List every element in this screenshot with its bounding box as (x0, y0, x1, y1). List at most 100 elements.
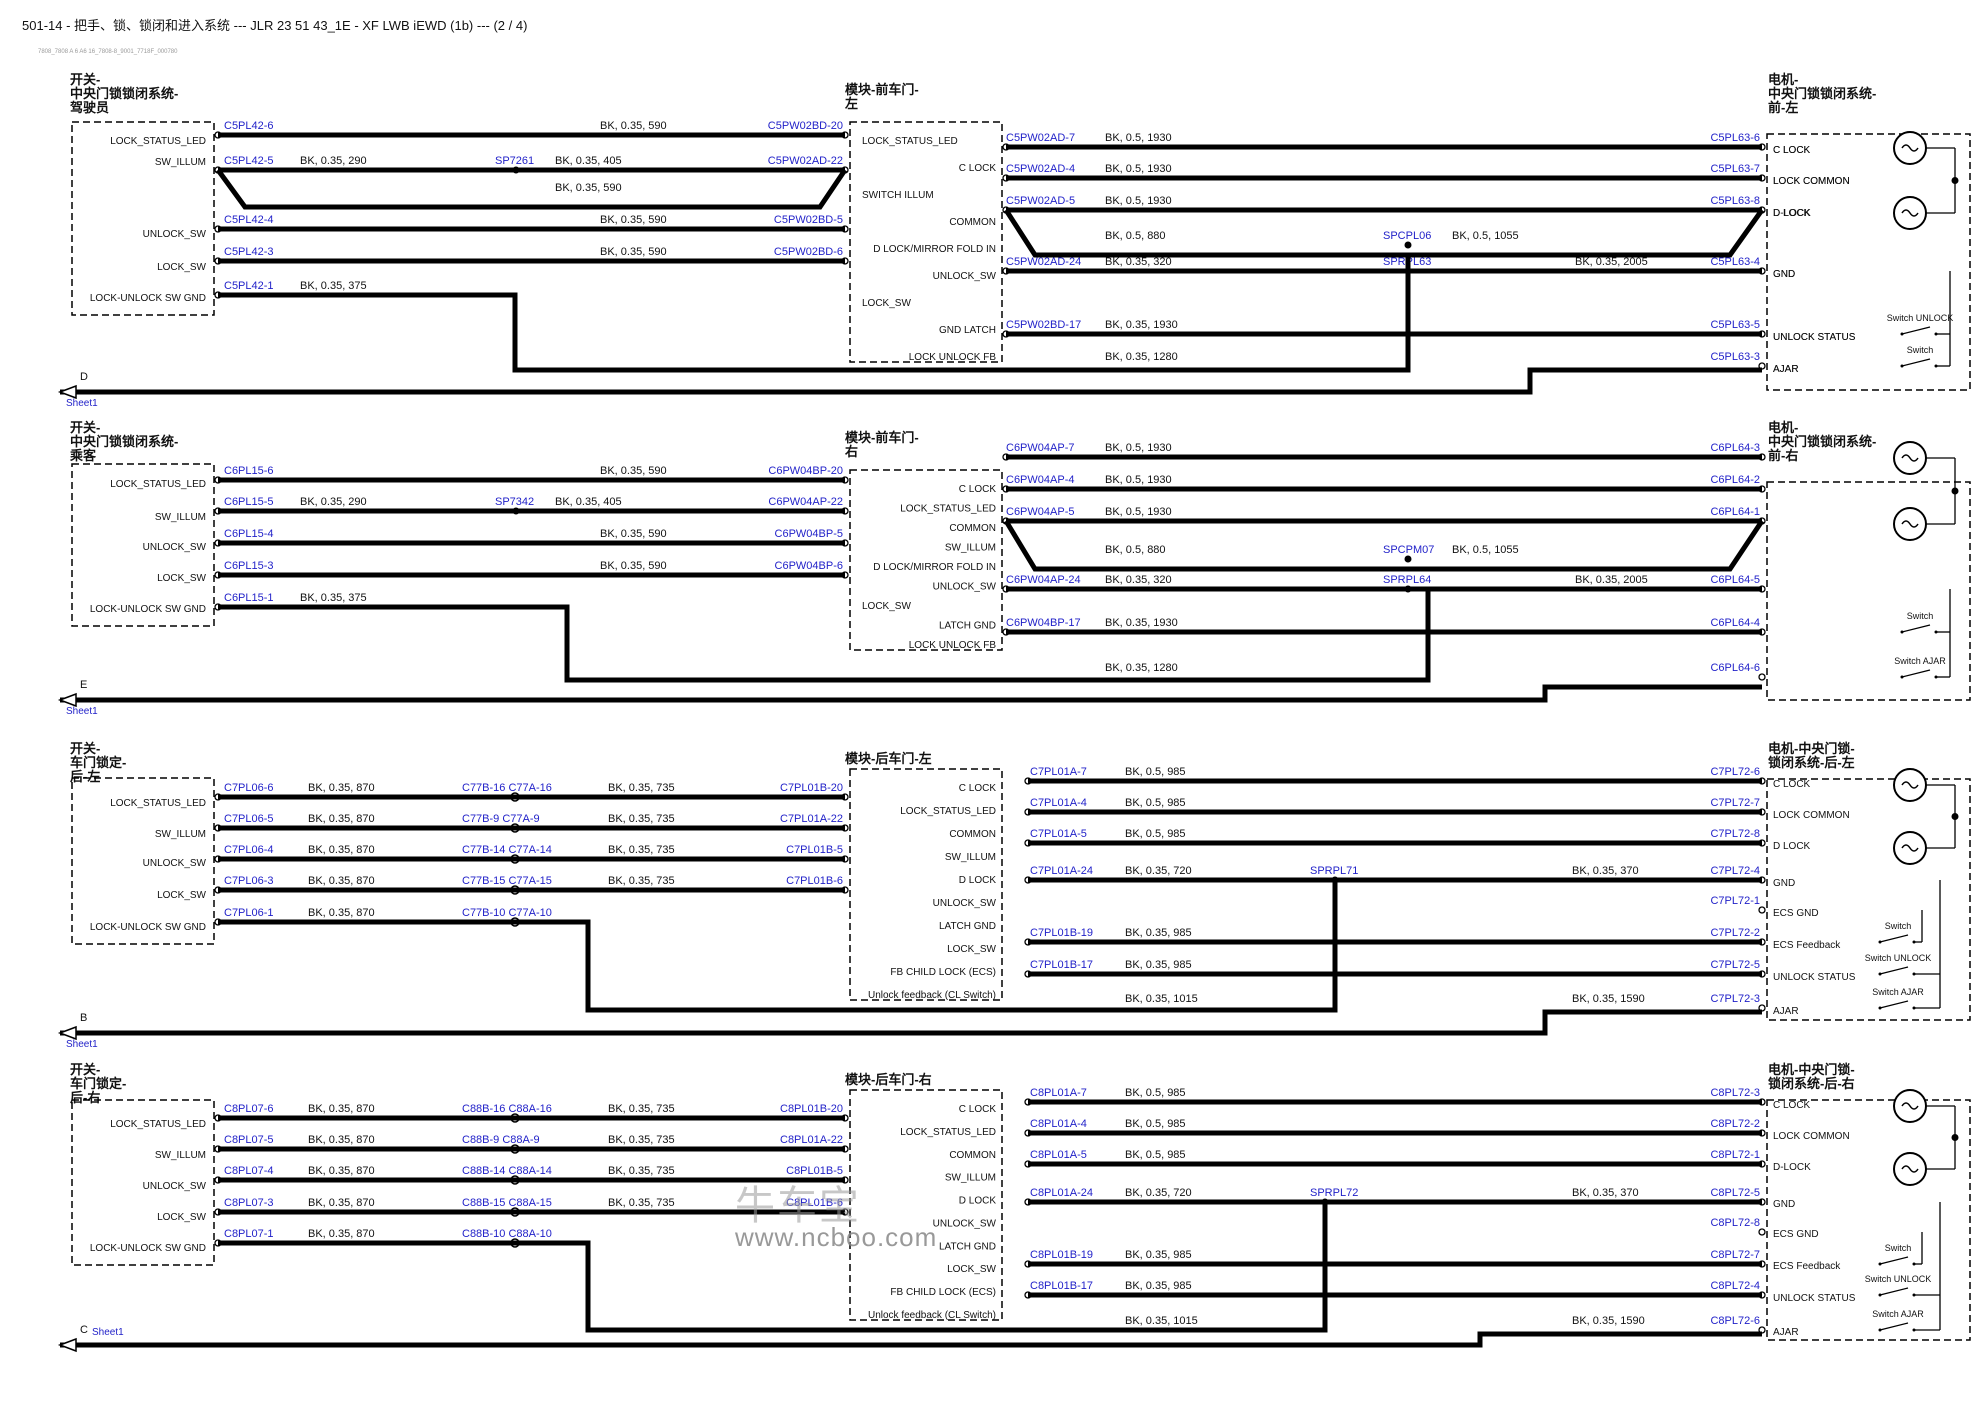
splice-id: SPCPM07 (1383, 544, 1434, 556)
motor-pin-label: D LOCK (1773, 841, 1811, 852)
connector-pin (1758, 906, 1766, 914)
wire-spec: BK, 0.5, 880 (1105, 230, 1166, 242)
switch-symbol-ajar (1901, 669, 1931, 678)
switch-pin-label: LOCK_STATUS_LED (110, 1119, 206, 1130)
wire-spec: BK, 0.35, 1015 (1125, 1315, 1198, 1327)
switch-label: Switch UNLOCK (1865, 953, 1932, 963)
page-header-subtitle: 7808_7808 A 6 A6 16_7808-8_9001_7718F_00… (38, 49, 178, 55)
connector-pin-id: C7PL01B-5 (786, 844, 843, 856)
wire-spec: BK, 0.35, 735 (608, 1165, 675, 1177)
wire-spec: BK, 0.35, 985 (1125, 927, 1192, 939)
connector-pin-id: C7PL01A-22 (780, 813, 843, 825)
connector-pin-id: C5PW02AD-7 (1006, 132, 1075, 144)
switch-pin-label: LOCK-UNLOCK SW GND (90, 293, 206, 304)
module-pin-label: LOCK_STATUS_LED (862, 136, 958, 147)
switch-title: 开关- (70, 741, 100, 756)
connector-pin-id: C5PL63-8 (1710, 195, 1760, 207)
switch-pin-label: LOCK_STATUS_LED (110, 479, 206, 490)
motor-pin-label: LOCK COMMON (1773, 176, 1850, 187)
module-title: 模块-前车门- (845, 82, 919, 97)
motor-title: 中央门锁锁闭系统- (1768, 434, 1876, 449)
connector-pin-id: C8PL07-3 (224, 1197, 274, 1209)
wire-ground (218, 271, 1411, 373)
connector-pin-id: C8PL72-3 (1710, 1087, 1760, 1099)
connector-pin-id: C6PW04AP-5 (1006, 506, 1074, 518)
switch-label: Switch AJAR (1894, 656, 1946, 666)
module-pin-label: LOCK UNLOCK FB (909, 352, 997, 363)
wire-spec: BK, 0.35, 870 (308, 782, 375, 794)
wire-spec: BK, 0.35, 590 (600, 214, 667, 226)
switch-title: 后-左 (70, 769, 100, 784)
motor-symbol-d-lock-winding (1901, 520, 1919, 528)
wire-spec: BK, 0.35, 590 (600, 465, 667, 477)
connector-pin-id: C8PL72-4 (1710, 1280, 1760, 1292)
connector-pin-id: C6PL64-3 (1710, 442, 1760, 454)
connector-pin-id: C5PL63-3 (1710, 351, 1760, 363)
motor-common-junction (1951, 1134, 1959, 1141)
wire-spec: BK, 0.5, 985 (1125, 1087, 1186, 1099)
switch-pin-label: UNLOCK_SW (143, 858, 207, 869)
inline-connector-id: C77B-15 C77A-15 (462, 875, 552, 887)
wire-spec: BK, 0.35, 320 (1105, 256, 1172, 268)
module-connector-box (849, 1089, 1003, 1321)
connector-pin (1758, 1228, 1766, 1236)
connector-pin-id: C7PL06-6 (224, 782, 274, 794)
motor-pin-label: GND (1773, 1199, 1795, 1210)
module-pin-label: C LOCK (959, 783, 997, 794)
motor-pin-label: D-LOCK (1773, 1162, 1811, 1173)
connector-pin-id: C6PL15-4 (224, 528, 274, 540)
wire-spec: BK, 0.5, 985 (1125, 828, 1186, 840)
offsheet-arrow (57, 1337, 77, 1353)
wire-spec: BK, 0.35, 735 (608, 782, 675, 794)
switch-symbol-unlock-contact (1900, 332, 1904, 336)
switch-symbol-ecs (1879, 1256, 1909, 1265)
splice-id: SPRPL72 (1310, 1187, 1358, 1199)
switch-pin-label: LOCK_SW (157, 890, 206, 901)
wire-offsheet (60, 1009, 1762, 1036)
connector-pin-id: C8PL72-7 (1710, 1249, 1760, 1261)
connector-pin-id: C7PL01A-24 (1030, 865, 1093, 877)
motor-connector-box (1766, 481, 1971, 701)
connector-pin-id: C5PW02BD-5 (774, 214, 843, 226)
connector-pin-id: C8PL72-1 (1710, 1149, 1760, 1161)
connector-pin-id: C6PW04BP-20 (768, 465, 843, 477)
connector-pin-id: C6PL15-5 (224, 496, 274, 508)
connector-pin-id: C7PL72-6 (1710, 766, 1760, 778)
motor-pin-label: UNLOCK STATUS (1773, 1293, 1856, 1304)
offsheet-letter: B (80, 1012, 87, 1024)
connector-pin-id: C8PL07-6 (224, 1103, 274, 1115)
connector-pin-id: C8PL72-8 (1710, 1217, 1760, 1229)
page-header-title: 501-14 - 把手、锁、锁闭和进入系统 --- JLR 23 51 43_1… (22, 18, 528, 33)
switch-title: 中央门锁锁闭系统- (70, 434, 178, 449)
wire-spec: BK, 0.35, 985 (1125, 1249, 1192, 1261)
motor-title: 电机-中央门锁- (1768, 741, 1855, 756)
motor-symbol-c-lock-winding (1901, 1102, 1919, 1110)
motor-pin-label: D LOCK (1773, 208, 1811, 219)
connector-pin-id: C5PL42-6 (224, 120, 274, 132)
wire-spec: BK, 0.5, 985 (1125, 766, 1186, 778)
offsheet-sheet-ref: Sheet1 (66, 706, 98, 717)
offsheet-sheet-ref: Sheet1 (66, 398, 98, 409)
switch-connector-box (71, 463, 215, 627)
wire-spec: BK, 0.35, 590 (555, 182, 622, 194)
module-connector-box (849, 469, 1003, 651)
switch-pin-label: SW_ILLUM (155, 157, 206, 168)
switch-label: Switch UNLOCK (1887, 313, 1954, 323)
motor-common-junction (1951, 177, 1959, 184)
wire-spec: BK, 0.35, 870 (308, 1103, 375, 1115)
wire-spec: BK, 0.35, 1930 (1105, 319, 1178, 331)
wire-spec: BK, 0.35, 735 (608, 813, 675, 825)
connector-pin-id: C6PL15-6 (224, 465, 274, 477)
module-pin-label: D LOCK/MIRROR FOLD IN (873, 562, 996, 573)
motor-pin-label: GND (1773, 878, 1795, 889)
wire-spec: BK, 0.35, 290 (300, 155, 367, 167)
connector-pin-id: C5PW02BD-20 (768, 120, 843, 132)
connector-pin-id: C5PW02AD-4 (1006, 163, 1075, 175)
connector-pin-id: C6PL64-2 (1710, 474, 1760, 486)
wire-offsheet (60, 1331, 1762, 1348)
module-pin-label: UNLOCK_SW (933, 582, 997, 593)
wire-spec: BK, 0.35, 1930 (1105, 617, 1178, 629)
wire-spec: BK, 0.5, 1055 (1452, 544, 1519, 556)
wire-spec: BK, 0.5, 1930 (1105, 474, 1172, 486)
inline-connector-id: C77B-10 C77A-10 (462, 907, 552, 919)
